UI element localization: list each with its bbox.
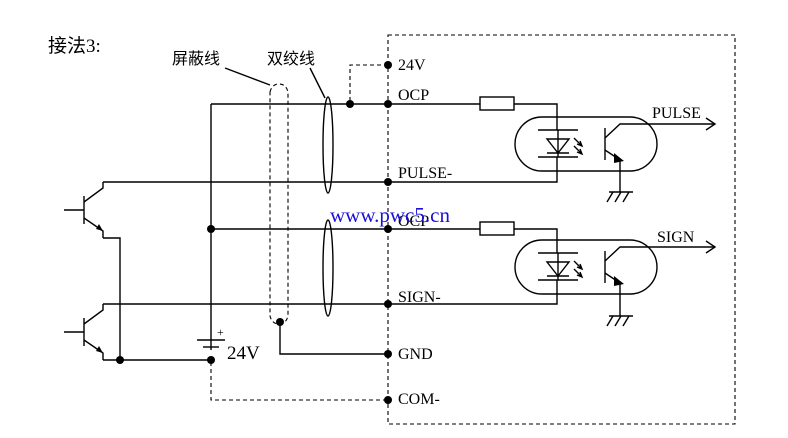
battery-voltage-label: 24V	[227, 343, 260, 364]
shield-cable	[269, 83, 289, 325]
battery-plus-label: +	[217, 325, 224, 339]
driver-boundary	[387, 34, 736, 425]
wire-res2-led	[514, 228, 558, 253]
pulse-output-label: PULSE	[652, 105, 701, 122]
junction-supply-negative	[207, 356, 215, 364]
terminal-com-minus-label: COM-	[398, 391, 440, 408]
terminal-24v-label: 24V	[398, 57, 426, 74]
terminal-com-minus	[384, 396, 392, 404]
terminal-ocp2-label: OCP	[398, 213, 429, 230]
twisted-pair-label: 双绞线	[267, 50, 315, 68]
terminal-ocp1-label: OCP	[398, 87, 429, 104]
jumper-24v-ocp	[349, 64, 388, 104]
twisted-pair-2	[322, 219, 334, 317]
junction-ocp2-rail	[207, 225, 215, 233]
resistor-2	[479, 221, 515, 236]
wire-res1-led	[514, 103, 558, 130]
terminal-gnd-label: GND	[398, 346, 433, 363]
transistor-1	[64, 182, 104, 238]
wire-gnd	[279, 322, 388, 355]
pulse-output-arrow-icon	[705, 117, 717, 131]
sign-output-arrow-icon	[705, 240, 717, 254]
wire-com-minus	[210, 362, 388, 401]
ground-icon-2	[606, 296, 633, 327]
transistor-2	[64, 304, 104, 360]
ground-icon-1	[606, 172, 633, 203]
wire-sign-minus-internal	[388, 280, 558, 305]
terminal-sign-minus-label: SIGN-	[398, 289, 441, 306]
diagram-title: 接法3:	[48, 35, 101, 57]
sign-output-label: SIGN	[657, 229, 695, 246]
watermark-text: www.pwc5.cn	[330, 203, 450, 227]
terminal-pulse-minus-label: PULSE-	[398, 165, 452, 182]
twisted-label-leader	[309, 67, 326, 99]
shielded-cable-label: 屏蔽线	[172, 50, 220, 68]
shielded-label-leader	[224, 67, 271, 86]
optocoupler-pulse	[514, 116, 658, 172]
resistor-1	[479, 96, 515, 111]
wire-pulse-minus-internal	[388, 157, 558, 183]
shield-drain-junction	[276, 318, 284, 326]
optocoupler-sign	[514, 239, 658, 296]
battery-24v	[197, 339, 225, 348]
wire-emitter-1	[103, 237, 121, 360]
junction-emitters	[116, 356, 124, 364]
twisted-pair-1	[322, 96, 334, 194]
